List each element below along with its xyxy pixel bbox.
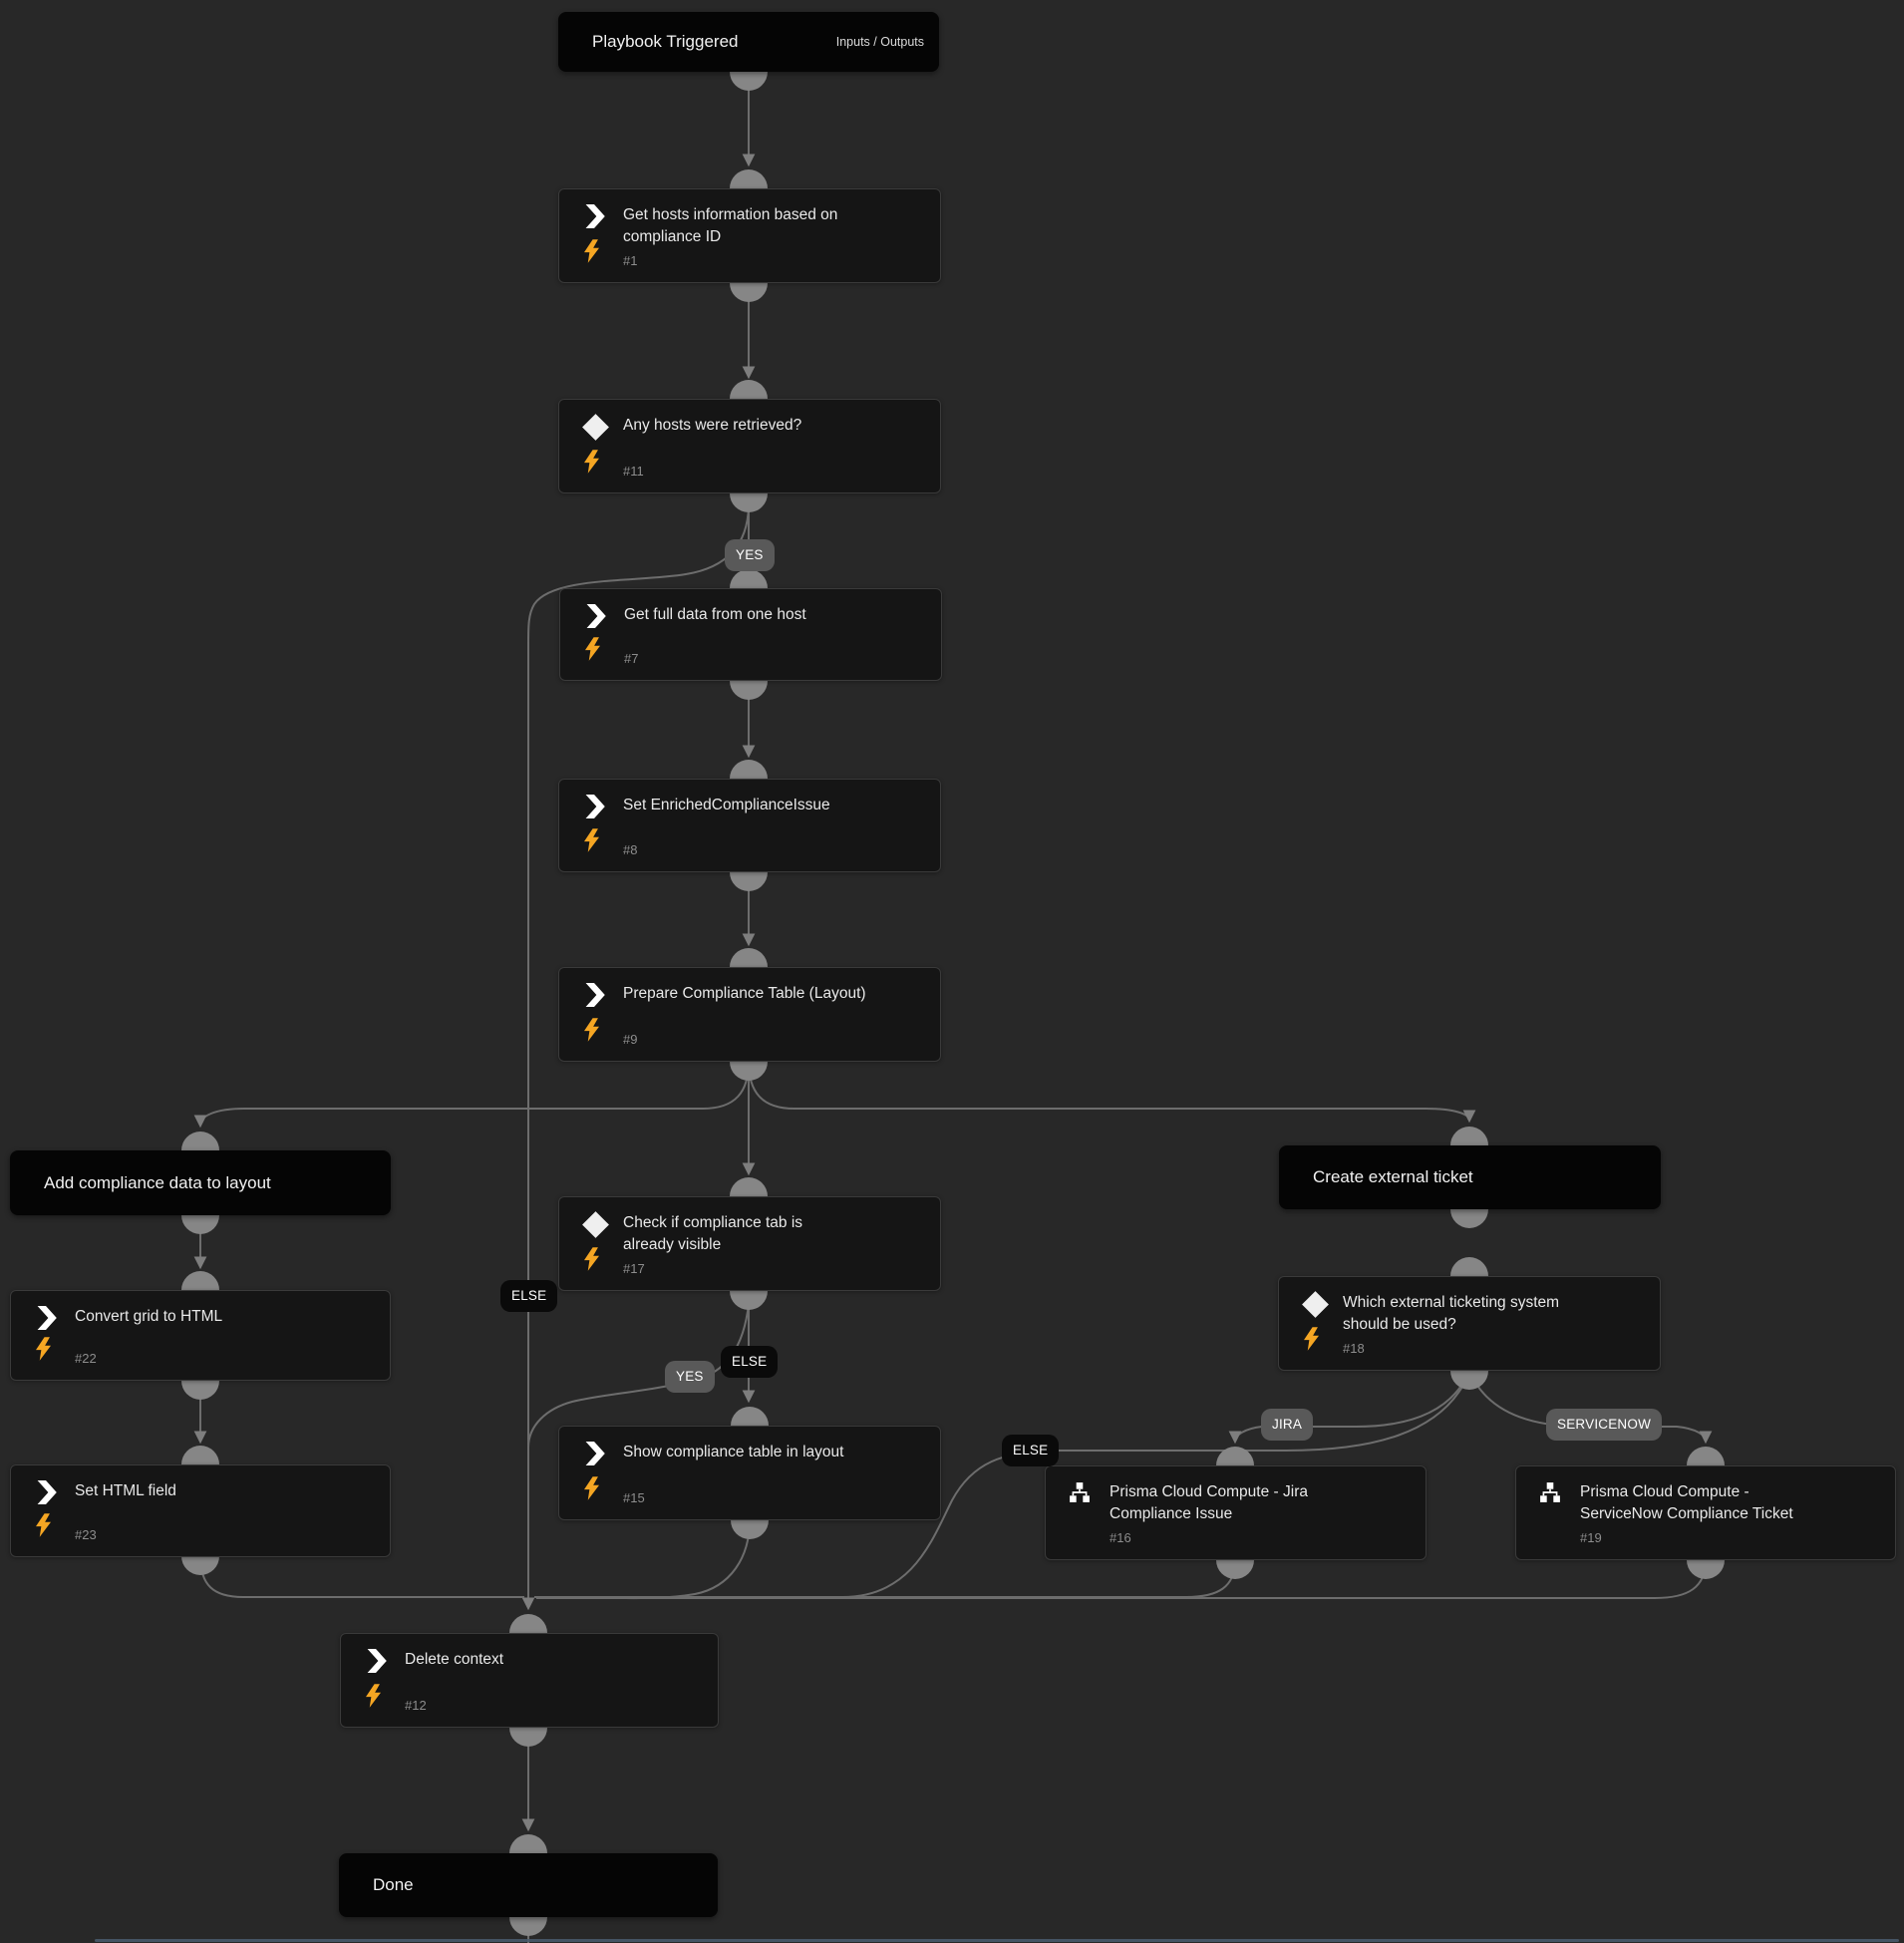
task-number: #8 xyxy=(623,842,638,857)
task-set-html-field[interactable]: Set HTML field #23 xyxy=(10,1464,391,1557)
sitemap-icon xyxy=(1069,1481,1095,1507)
task-number: #9 xyxy=(623,1032,638,1047)
lightning-bolt-icon xyxy=(36,1513,51,1542)
task-number: #11 xyxy=(623,464,644,479)
lightning-bolt-icon xyxy=(584,1476,599,1505)
chevron-right-icon xyxy=(582,795,608,820)
pill-yes-hosts: YES xyxy=(725,539,775,571)
task-title: Prisma Cloud Compute - Jira Compliance I… xyxy=(1110,1483,1308,1522)
pill-else-tab: ELSE xyxy=(721,1346,779,1378)
task-prisma-jira-compliance-issue[interactable]: Prisma Cloud Compute - Jira Compliance I… xyxy=(1045,1465,1427,1560)
pill-servicenow: SERVICENOW xyxy=(1546,1409,1663,1441)
task-title: Delete context xyxy=(405,1651,504,1668)
task-number: #19 xyxy=(1580,1530,1602,1545)
task-check-compliance-tab[interactable]: Check if compliance tab is already visib… xyxy=(558,1196,941,1291)
create-ticket-label: Create external ticket xyxy=(1313,1167,1473,1186)
task-prisma-servicenow-compliance-ticket[interactable]: Prisma Cloud Compute - ServiceNow Compli… xyxy=(1515,1465,1896,1560)
task-title: Convert grid to HTML xyxy=(75,1308,223,1325)
task-title: Get full data from one host xyxy=(624,606,806,623)
task-get-full-data[interactable]: Get full data from one host #7 xyxy=(559,588,942,681)
chevron-right-icon xyxy=(583,604,609,630)
task-number: #17 xyxy=(623,1261,645,1276)
task-title: Get hosts information based on complianc… xyxy=(623,206,838,245)
lightning-bolt-icon xyxy=(584,450,599,479)
lightning-bolt-icon xyxy=(585,637,600,666)
playbook-triggered-label: Playbook Triggered xyxy=(592,32,739,51)
task-get-hosts-info[interactable]: Get hosts information based on complianc… xyxy=(558,188,941,283)
done-label: Done xyxy=(373,1875,414,1894)
chevron-right-icon xyxy=(582,983,608,1009)
chevron-right-icon xyxy=(582,1442,608,1467)
lightning-bolt-icon xyxy=(584,1247,599,1276)
task-number: #7 xyxy=(624,651,639,666)
horizontal-scrollbar-thumb[interactable] xyxy=(95,1939,1899,1942)
task-title: Prisma Cloud Compute - ServiceNow Compli… xyxy=(1580,1483,1793,1522)
task-title: Prepare Compliance Table (Layout) xyxy=(623,985,866,1002)
pill-jira: JIRA xyxy=(1261,1409,1314,1441)
chevron-right-icon xyxy=(364,1649,390,1675)
task-title: Which external ticketing system should b… xyxy=(1343,1294,1560,1333)
task-delete-context[interactable]: Delete context #12 xyxy=(340,1633,719,1728)
task-title: Any hosts were retrieved? xyxy=(623,417,802,434)
task-title: Set HTML field xyxy=(75,1482,176,1499)
lightning-bolt-icon xyxy=(1304,1327,1319,1356)
task-number: #15 xyxy=(623,1490,645,1505)
task-title: Check if compliance tab is already visib… xyxy=(623,1214,803,1253)
task-convert-grid-to-html[interactable]: Convert grid to HTML #22 xyxy=(10,1290,391,1381)
task-title: Set EnrichedComplianceIssue xyxy=(623,797,830,813)
lightning-bolt-icon xyxy=(584,828,599,857)
task-number: #18 xyxy=(1343,1341,1365,1356)
task-number: #22 xyxy=(75,1351,97,1366)
chevron-right-icon xyxy=(582,204,608,230)
diamond-icon xyxy=(582,1211,609,1238)
add-compliance-label: Add compliance data to layout xyxy=(44,1172,271,1192)
lightning-bolt-icon xyxy=(366,1684,381,1713)
sitemap-icon xyxy=(1539,1481,1565,1507)
diamond-icon xyxy=(1302,1291,1329,1318)
task-number: #23 xyxy=(75,1527,97,1542)
header-create-external-ticket[interactable]: Create external ticket xyxy=(1279,1145,1661,1209)
task-number: #12 xyxy=(405,1698,427,1713)
header-done[interactable]: Done xyxy=(339,1853,718,1917)
lightning-bolt-icon xyxy=(584,239,599,268)
pill-else-ticketing: ELSE xyxy=(1002,1435,1060,1466)
task-which-ticketing-system[interactable]: Which external ticketing system should b… xyxy=(1278,1276,1661,1371)
task-title: Show compliance table in layout xyxy=(623,1444,844,1460)
task-number: #1 xyxy=(623,253,638,268)
chevron-right-icon xyxy=(34,1306,60,1332)
header-playbook-triggered[interactable]: Playbook Triggered Inputs / Outputs xyxy=(558,12,939,72)
task-set-enriched-compliance-issue[interactable]: Set EnrichedComplianceIssue #8 xyxy=(558,779,941,872)
task-any-hosts-retrieved[interactable]: Any hosts were retrieved? #11 xyxy=(558,399,941,493)
header-add-compliance-data[interactable]: Add compliance data to layout xyxy=(10,1150,391,1215)
chevron-right-icon xyxy=(34,1480,60,1506)
inputs-outputs-link[interactable]: Inputs / Outputs xyxy=(835,35,924,49)
pill-yes-tab: YES xyxy=(665,1361,715,1393)
task-prepare-compliance-table[interactable]: Prepare Compliance Table (Layout) #9 xyxy=(558,967,941,1062)
lightning-bolt-icon xyxy=(36,1337,51,1366)
task-number: #16 xyxy=(1110,1530,1131,1545)
lightning-bolt-icon xyxy=(584,1018,599,1047)
pill-else-hosts: ELSE xyxy=(500,1280,558,1312)
diamond-icon xyxy=(582,414,609,441)
task-show-compliance-table[interactable]: Show compliance table in layout #15 xyxy=(558,1426,941,1520)
